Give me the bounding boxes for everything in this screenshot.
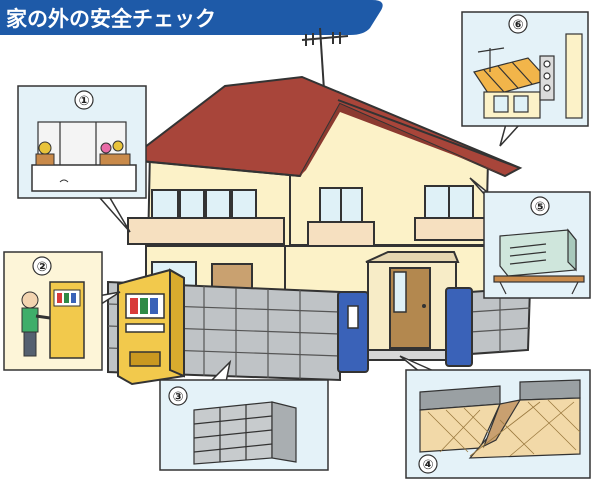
- callout-2: ②: [3, 251, 121, 371]
- callout-5-number: ⑤: [534, 200, 545, 215]
- roof-and-signal-scene: [473, 33, 583, 119]
- callout-3-number: ③: [172, 390, 183, 405]
- entrance: [363, 251, 460, 361]
- house: [107, 27, 532, 386]
- title-banner: 家の外の安全チェック: [0, 0, 383, 35]
- roof-antenna: [301, 27, 349, 91]
- gate-pillar-left: [337, 291, 369, 373]
- upper-windows-left: [151, 189, 257, 223]
- callout-5: ⑤: [469, 177, 591, 299]
- callout-6-number: ⑥: [512, 18, 523, 33]
- person-at-vending-machine: [21, 281, 85, 359]
- block-wall-section: [193, 401, 297, 465]
- vending-machine: [117, 268, 185, 386]
- callout-4: ④: [399, 355, 591, 479]
- roof: [125, 75, 523, 178]
- gate-pillar-right: [445, 287, 473, 367]
- balcony-left: [127, 217, 285, 245]
- callout-1-number: ①: [78, 94, 89, 109]
- callout-1: ①: [17, 85, 147, 233]
- balcony-planter-scene: [31, 121, 137, 192]
- callout-6: ⑥: [461, 11, 589, 147]
- banner-title: 家の外の安全チェック: [6, 7, 216, 31]
- callout-2-number: ②: [36, 260, 47, 275]
- callout-4-number: ④: [422, 458, 433, 473]
- callout-3: ③: [159, 359, 329, 471]
- outdoor-ac-unit: [493, 228, 585, 295]
- retaining-wall-scene: [419, 379, 581, 459]
